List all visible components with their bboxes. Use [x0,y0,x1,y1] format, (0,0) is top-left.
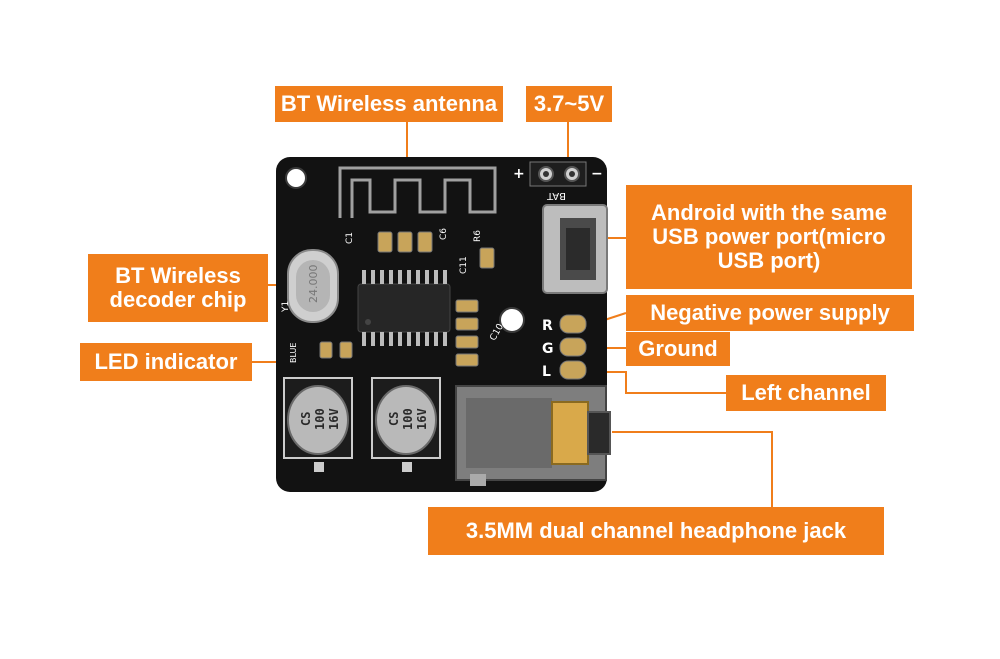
label-usb-port: Android with the same USB power port(mic… [626,185,912,289]
capacitor-right [371,377,441,472]
chip-pins [362,270,447,346]
label-decoder-chip: BT Wireless decoder chip [88,254,268,322]
pad-r-mark: R [542,318,553,334]
label-left-channel: Left channel [726,375,886,411]
crystal-mark: 24.000 [307,265,320,304]
cap-left-text-3: 16V [327,408,341,430]
bat-mark: BAT [546,190,566,201]
pin-plus-mark: + [513,166,525,182]
pcb-board [276,157,611,492]
label-c1: C1 [345,232,355,244]
label-y1: Y1 [281,301,291,313]
cap-right-text-2: 100 [401,408,415,430]
label-negative-supply: Negative power supply [626,295,914,331]
label-jack-text: 3.5MM dual channel headphone jack [465,518,847,543]
label-r6: R6 [473,230,483,242]
decoder-chip [357,283,451,333]
pad-l-mark: L [542,364,551,380]
label-voltage: 3.7~5V [526,86,612,122]
pad-g-mark: G [542,341,554,357]
label-antenna: BT Wireless antenna [275,86,503,122]
label-ground: Ground [626,332,730,366]
pin-minus-mark: − [591,166,603,182]
cap-left-text-1: CS [299,412,313,426]
smd-components [319,231,495,367]
label-c6: C6 [439,228,449,240]
label-ground-text: Ground [638,336,718,361]
headphone-jack [455,385,611,486]
label-negative-text: Negative power supply [650,300,890,325]
audio-pads [559,314,587,380]
label-voltage-text: 3.7~5V [533,91,605,116]
leader-jack [612,431,773,508]
label-left-channel-text: Left channel [741,380,871,405]
label-usb-line3: USB port) [717,248,821,273]
label-led-indicator: LED indicator [80,343,252,381]
mounting-hole [285,167,307,189]
label-blue: BLUE [289,343,298,363]
label-led-text: LED indicator [94,349,238,374]
cap-left-text-2: 100 [313,408,327,430]
cap-right-text-3: 16V [415,408,429,430]
label-usb-line1: Android with the same [651,200,887,225]
label-c11: C11 [459,256,469,274]
label-headphone-jack: 3.5MM dual channel headphone jack [428,507,884,555]
cap-right-text-1: CS [387,412,401,426]
label-antenna-text: BT Wireless antenna [280,91,498,116]
mounting-hole [499,307,525,333]
label-decoder-line1: BT Wireless [115,263,241,288]
label-usb-line2: USB power port(micro [652,224,886,249]
label-decoder-line2: decoder chip [109,287,247,312]
antenna-trace [338,166,497,218]
capacitor-left [283,377,353,472]
